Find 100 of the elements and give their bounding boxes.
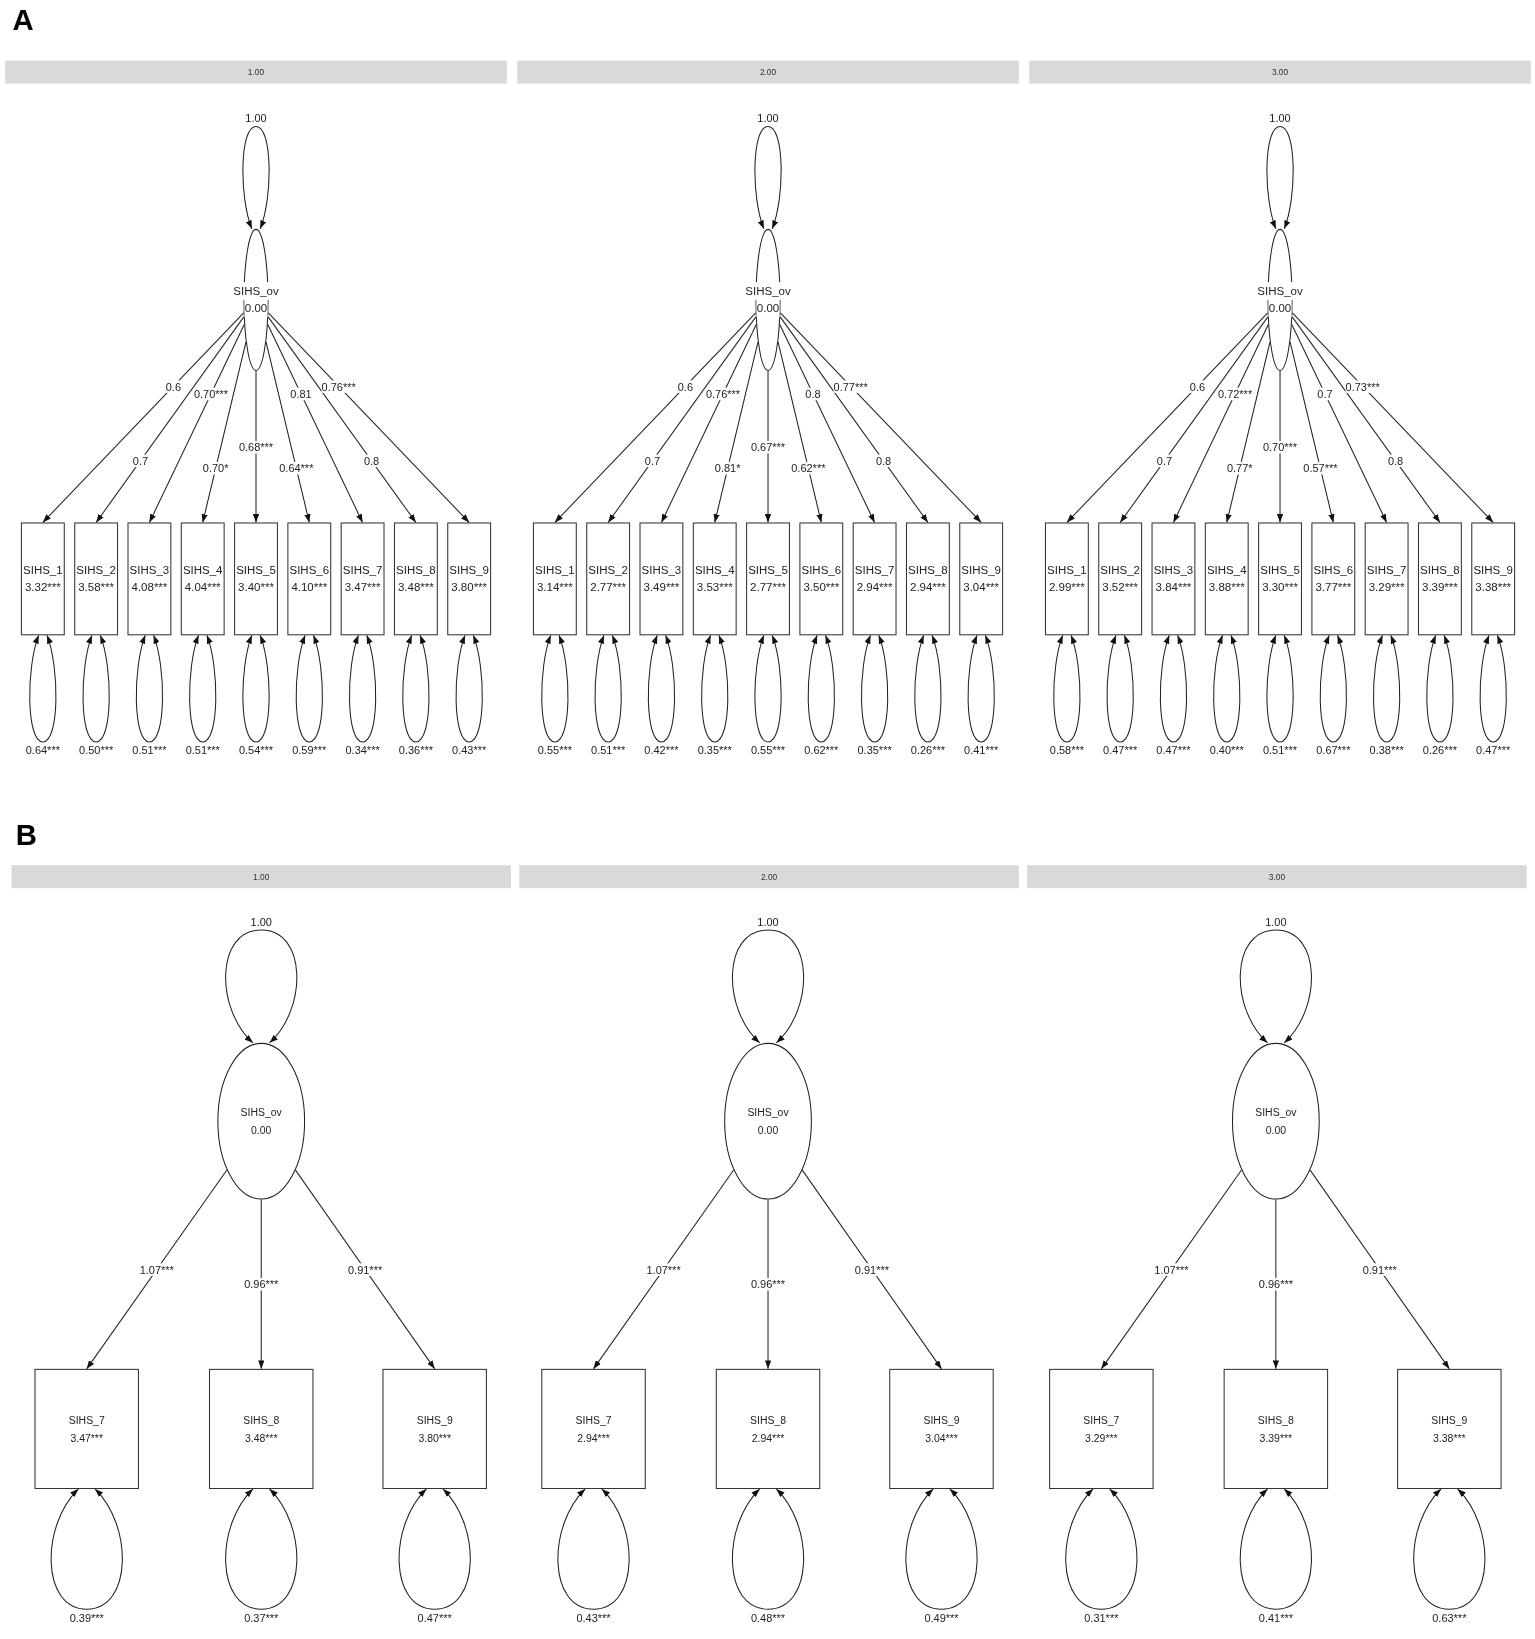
edge-label: 0.64*** xyxy=(279,462,314,475)
loading-arrow xyxy=(267,312,470,523)
edge-label: 0.43*** xyxy=(576,1611,611,1624)
variable-name: SIHS_8 xyxy=(1257,1413,1294,1428)
variance-loop-arrow xyxy=(1053,634,1081,743)
edge-label: 0.67*** xyxy=(1316,744,1351,757)
loading-arrow xyxy=(1066,312,1269,523)
variance-loop-arrow xyxy=(861,634,889,743)
variance-loop-arrow xyxy=(807,634,835,743)
edge-label: 0.35*** xyxy=(857,744,892,757)
variance-loop-arrow xyxy=(455,634,483,743)
variance-loop-arrow xyxy=(1479,634,1507,743)
indicator-box xyxy=(905,522,950,636)
variance-loop-arrow xyxy=(295,634,323,743)
edge-label: 0.26*** xyxy=(910,744,945,757)
panel-letter: B xyxy=(15,819,37,853)
edge-label: 1.07*** xyxy=(1154,1263,1189,1276)
variable-name: SIHS_ov xyxy=(745,282,791,300)
variance-loop-arrow xyxy=(594,634,622,743)
variance-loop-arrow xyxy=(1239,929,1312,1044)
edge-label: 0.41*** xyxy=(964,744,999,757)
edge-label: 0.62*** xyxy=(804,744,839,757)
edge-label: 0.91*** xyxy=(1362,1263,1397,1276)
facet-header: 2.00 xyxy=(519,865,1019,889)
edge-label: 0.39*** xyxy=(69,1611,104,1624)
edge-label: 0.76*** xyxy=(321,379,356,393)
loading-arrow xyxy=(86,1169,228,1370)
edge-label: 0.67*** xyxy=(750,440,786,453)
edge-label: 1.00 xyxy=(245,111,267,125)
variable-name: SIHS_9 xyxy=(923,1413,960,1428)
intercept-value: 0.00 xyxy=(251,1123,272,1138)
edge-label: 0.50*** xyxy=(79,744,114,757)
edge-label: 0.70* xyxy=(202,462,229,475)
edge-label: 0.6 xyxy=(165,379,181,393)
variance-loop-arrow xyxy=(1373,634,1401,743)
variance-loop-arrow xyxy=(1159,634,1188,743)
edge-label: 0.7 xyxy=(132,454,149,468)
variance-loop-arrow xyxy=(1319,634,1347,743)
variance-loop-arrow xyxy=(1266,125,1294,230)
edge-label: 0.47*** xyxy=(417,1611,452,1624)
variable-name: SIHS_9 xyxy=(416,1413,453,1428)
variance-loop-arrow xyxy=(914,634,942,743)
intercept-value: 3.47*** xyxy=(70,1431,103,1446)
edge-label: 0.81* xyxy=(714,462,741,475)
intercept-value: 3.39*** xyxy=(1259,1431,1293,1446)
edge-label: 0.48*** xyxy=(750,1611,786,1624)
facet-header: 1.00 xyxy=(5,60,507,84)
indicator-box xyxy=(1417,522,1462,636)
edge-label: 0.55*** xyxy=(537,744,572,757)
edge-label: 0.26*** xyxy=(1422,744,1457,757)
loading-arrow xyxy=(593,1169,735,1370)
edge-label: 0.81 xyxy=(290,387,312,401)
edge-label: 0.51*** xyxy=(132,744,167,757)
edge-label: 0.63*** xyxy=(1432,1611,1467,1624)
intercept-value: 3.04*** xyxy=(925,1431,958,1446)
edge-label: 0.72*** xyxy=(1218,387,1253,401)
intercept-value: 0.00 xyxy=(1268,299,1292,318)
variance-loop-arrow xyxy=(398,1488,471,1610)
edge-label: 0.62*** xyxy=(791,462,826,475)
edge-label: 0.36*** xyxy=(398,744,433,757)
panel-letter: A xyxy=(12,4,34,38)
edge-label: 0.35*** xyxy=(697,744,732,757)
edge-label: 0.40*** xyxy=(1209,744,1244,757)
edge-label: 0.57*** xyxy=(1303,462,1338,475)
loading-arrow xyxy=(764,370,772,523)
intercept-value: 3.48*** xyxy=(244,1431,278,1446)
edge-label: 1.07*** xyxy=(646,1263,681,1276)
edge-label: 0.59*** xyxy=(292,744,327,757)
variance-loop-arrow xyxy=(732,1488,805,1610)
variance-loop-arrow xyxy=(135,634,163,743)
loading-arrow xyxy=(779,323,876,523)
edge-label: 1.00 xyxy=(1265,915,1287,928)
loading-arrow xyxy=(607,316,757,523)
edge-label: 0.73*** xyxy=(1345,379,1380,393)
loading-arrow xyxy=(201,341,247,523)
variance-loop-arrow xyxy=(754,634,782,743)
intercept-value: 3.80*** xyxy=(418,1431,451,1446)
edge-label: 1.00 xyxy=(1269,111,1291,125)
edge-label: 0.91*** xyxy=(348,1263,383,1276)
edge-label: 1.07*** xyxy=(139,1263,174,1276)
edge-label: 0.96*** xyxy=(1258,1277,1293,1291)
edge-label: 0.8 xyxy=(363,454,380,468)
intercept-value: 2.94*** xyxy=(577,1431,610,1446)
edge-label: 0.51*** xyxy=(1262,744,1298,757)
loading-arrow xyxy=(1100,1169,1242,1370)
edge-label: 0.96*** xyxy=(244,1277,279,1291)
edge-label: 0.47*** xyxy=(1476,744,1511,757)
loading-arrow xyxy=(554,312,757,523)
edge-label: 0.6 xyxy=(1189,379,1206,393)
variable-name: SIHS_8 xyxy=(750,1413,787,1428)
intercept-value: 0.00 xyxy=(1265,1123,1287,1138)
loading-arrow xyxy=(148,323,245,523)
edge-label: 0.54*** xyxy=(238,744,274,757)
edge-label: 0.76*** xyxy=(705,387,741,401)
loading-arrow xyxy=(1291,323,1388,523)
variance-loop-arrow xyxy=(349,634,377,743)
variance-loop-arrow xyxy=(1106,634,1134,743)
edge-label: 0.7 xyxy=(644,454,661,468)
facet-header: 3.00 xyxy=(1029,60,1531,84)
edge-label: 0.8 xyxy=(805,387,821,401)
